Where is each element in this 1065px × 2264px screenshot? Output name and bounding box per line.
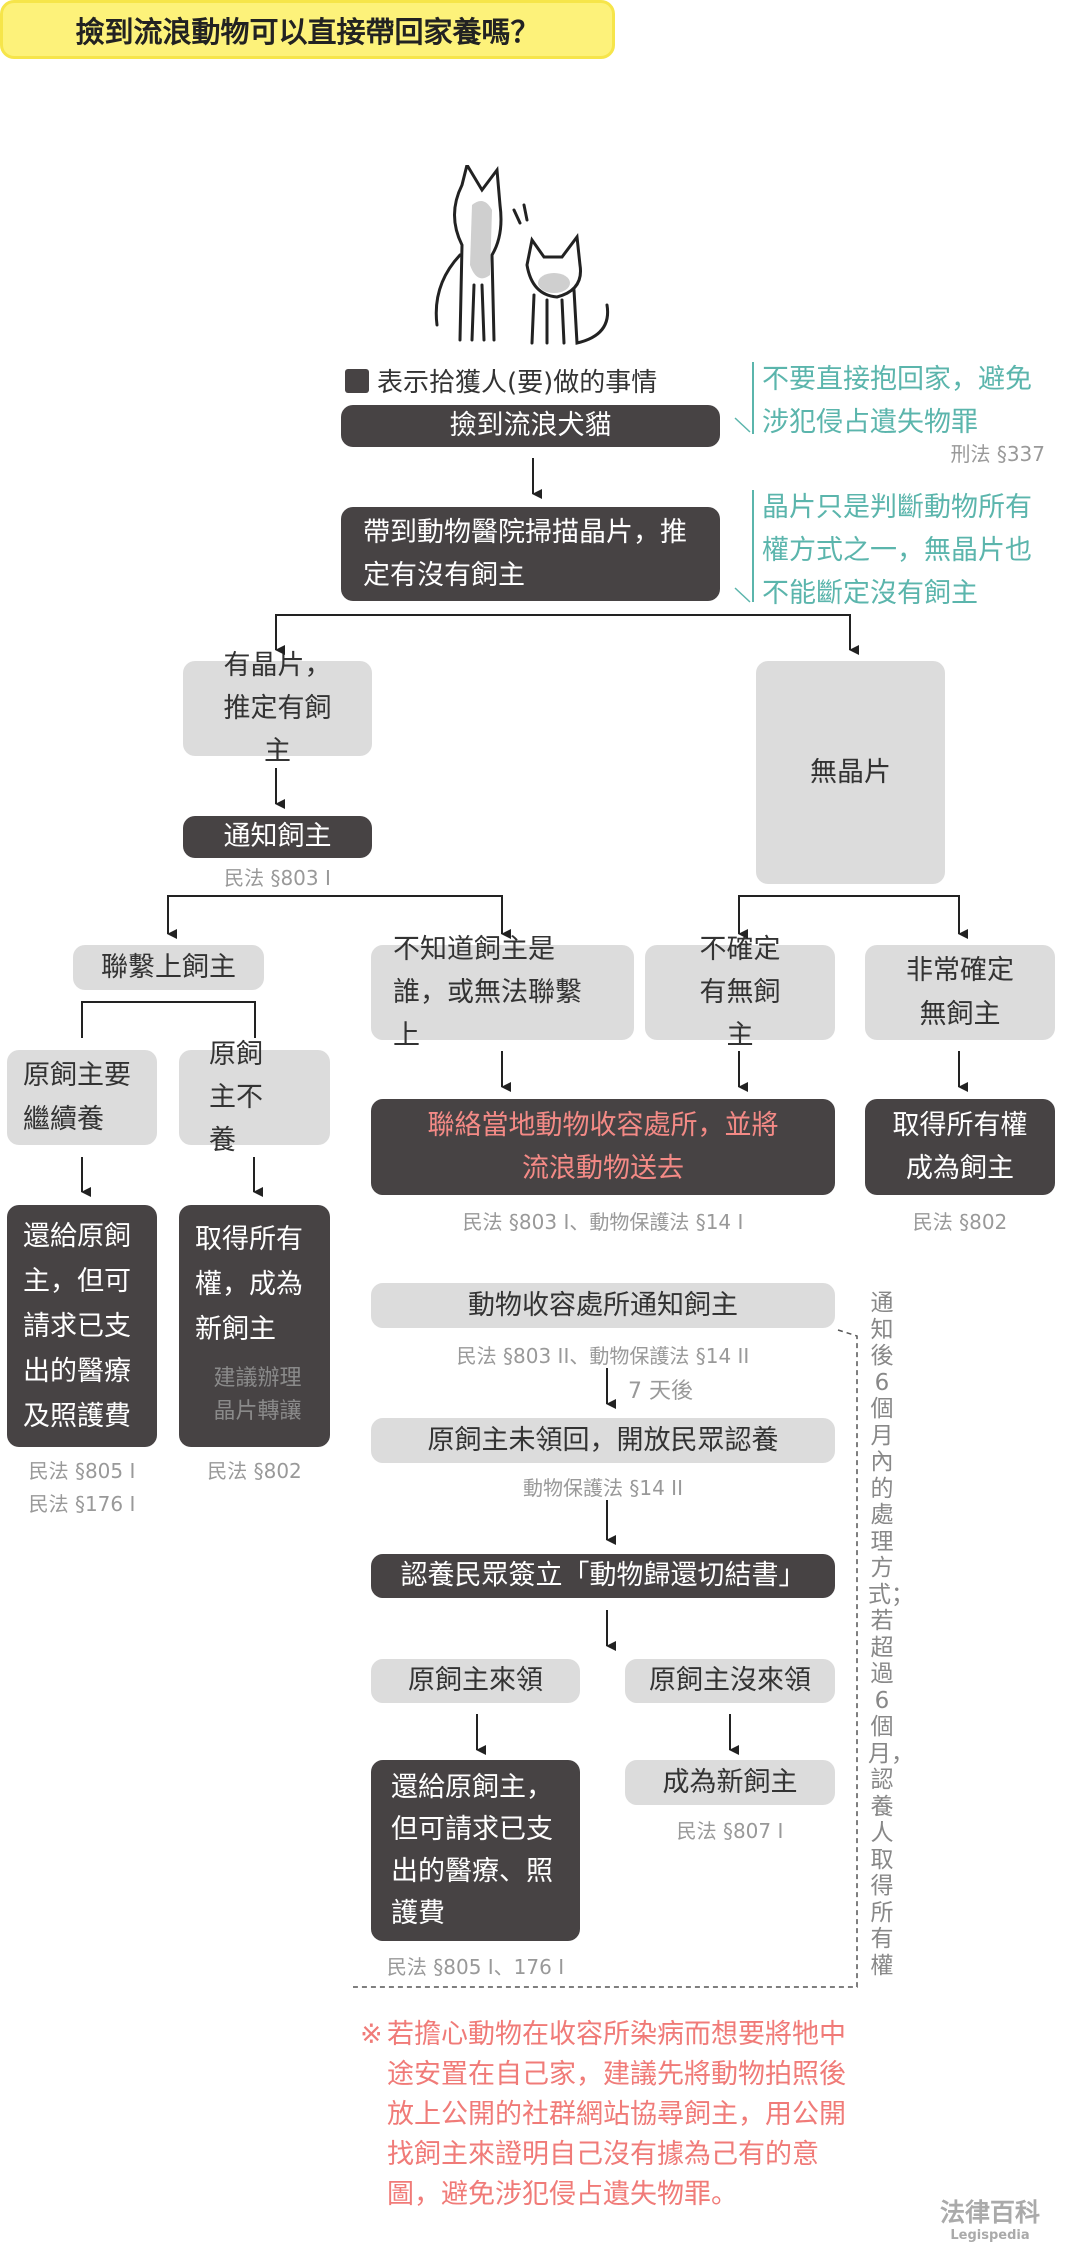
warning-note: ※ 若擔心動物在收容所染病而想要將牠中途安置在自己家，建議先將動物拍照後放上公開… — [360, 2015, 860, 2215]
step-new-owner: 成為新飼主 — [625, 1760, 835, 1805]
step-contact-shelter: 聯絡當地動物收容處所，並將流浪動物送去 — [371, 1099, 835, 1195]
new-owner-law: 民法 §807 I — [676, 1819, 784, 1843]
open-adoption-law: 動物保護法 §14 II — [523, 1476, 683, 1500]
step-acquire-as-owner: 取得所有權成為飼主 — [865, 1099, 1055, 1195]
step-scan-chip: 帶到動物醫院掃描晶片，推定有沒有飼主 — [341, 507, 720, 601]
legend: 表示拾獲人(要)做的事情 — [345, 362, 657, 399]
note-no-carry-home: 不要直接抱回家，避免涉犯侵占遺失物罪 — [762, 364, 1032, 438]
notify-law: 民法 §803 I — [224, 866, 331, 890]
step-unknown-owner: 不知道飼主是誰，或無法聯繫上 — [371, 934, 634, 1051]
branch-no-chip — [738, 895, 960, 934]
six-month-dashed-bracket — [353, 1329, 858, 1988]
legend-swatch — [345, 368, 369, 393]
step-no-chip: 無晶片 — [756, 661, 945, 884]
step-owner-not-keep: 原飼主不養 — [179, 1039, 330, 1156]
step-return-owner: 還給原飼主，但可請求已支出的醫療及照護費 — [7, 1205, 157, 1447]
page-title: 撿到流浪動物可以直接帶回家養嗎？ — [0, 0, 615, 59]
seven-days-label: 7 天後 — [628, 1379, 693, 1404]
step-contacted: 聯繫上飼主 — [73, 945, 264, 990]
shelter-notify-law: 民法 §803 II、動物保護法 §14 II — [456, 1344, 750, 1368]
step-owner-comes: 原飼主來領 — [371, 1659, 580, 1703]
step-certain-no-owner: 非常確定無飼主 — [865, 945, 1055, 1040]
return-owner-2-law: 民法 §805 I、176 I — [386, 1955, 565, 1979]
logo-sub: Legispedia — [950, 2228, 1030, 2243]
branch-chip — [275, 614, 851, 650]
note1-law: 刑法 §337 — [950, 442, 1045, 466]
acquire-note: 建議辦理晶片轉讓 — [213, 1366, 302, 1424]
acquire-law: 民法 §802 — [207, 1459, 302, 1483]
note1-pointer — [734, 417, 751, 433]
legend-label: 表示拾獲人(要)做的事情 — [377, 368, 658, 398]
step-acquire-ownership: 取得所有權，成為新飼主 建議辦理晶片轉讓 — [179, 1205, 330, 1447]
shelter-law: 民法 §803 I、動物保護法 §14 I — [462, 1210, 744, 1234]
six-months-note: 通知後6個月內的處理方式；若超過6個月，認養人取得所有權 — [868, 1290, 914, 1979]
step-notify-owner: 通知飼主 — [183, 816, 372, 858]
warning-mark: ※ — [360, 2019, 383, 2050]
step-owner-not-come: 原飼主沒來領 — [625, 1659, 835, 1703]
return-owner-law-1: 民法 §805 I — [28, 1459, 136, 1483]
dog-cat-illustration — [434, 165, 610, 345]
acquire2-law: 民法 §802 — [912, 1210, 1008, 1234]
logo-name: 法律百科 — [939, 2198, 1040, 2227]
step-owner-keep: 原飼主要繼續養 — [7, 1050, 157, 1145]
step-open-adoption: 原飼主未領回，開放民眾認養 — [371, 1418, 835, 1463]
step-return-owner-2: 還給原飼主，但可請求已支出的醫療、照護費 — [371, 1760, 580, 1941]
step-found: 撿到流浪犬貓 — [341, 405, 720, 447]
bracket-contacted — [81, 1001, 256, 1038]
step-uncertain: 不確定有無飼主 — [645, 934, 835, 1051]
note-chip-not-conclusive: 晶片只是判斷動物所有權方式之一，無晶片也不能斷定沒有飼主 — [762, 492, 1032, 609]
acquire-label: 取得所有權，成為新飼主 — [195, 1224, 303, 1345]
branch-notify — [167, 895, 503, 934]
step-shelter-notify: 動物收容處所通知飼主 — [371, 1283, 835, 1328]
warning-text: 若擔心動物在收容所染病而想要將牠中途安置在自己家，建議先將動物拍照後放上公開的社… — [387, 2019, 846, 2210]
return-owner-law-2: 民法 §176 I — [28, 1492, 136, 1516]
step-sign-affidavit: 認養民眾簽立「動物歸還切結書」 — [371, 1554, 835, 1598]
note2-pointer — [734, 587, 751, 603]
logo: 法律百科 Legispedia — [935, 2198, 1045, 2243]
note-divider-1 — [752, 362, 754, 434]
note-divider-2 — [752, 490, 754, 602]
